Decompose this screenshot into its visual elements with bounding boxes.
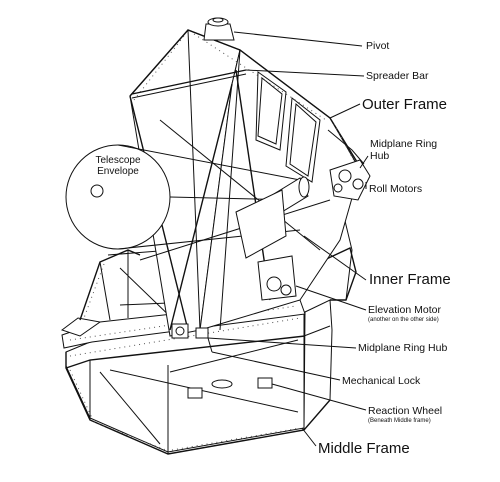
label-reaction-wheel-text: Reaction Wheel <box>368 405 443 417</box>
leader-lines <box>207 31 369 447</box>
middle-frame-structure <box>65 299 333 455</box>
label-inner-frame: Inner Frame <box>369 271 451 288</box>
label-reaction-wheel: Reaction Wheel (Beneath Middle frame) <box>368 406 442 424</box>
label-spreader-bar: Spreader Bar <box>366 70 429 82</box>
telescope-envelope <box>65 144 301 250</box>
label-telescope-envelope: Telescope Envelope <box>78 155 158 177</box>
label-mechanical-lock: Mechanical Lock <box>342 375 421 387</box>
spreader-bar-shape <box>131 69 247 99</box>
label-elevation-motor-note: (another on the other side) <box>368 316 439 323</box>
label-elevation-motor: Elevation Motor (another on the other si… <box>368 305 441 323</box>
label-midplane-ring-hub-top-line2: Hub <box>370 150 390 162</box>
label-midplane-ring-hub: Midplane Ring Hub <box>358 342 448 354</box>
pivot-shape <box>203 17 235 41</box>
label-elevation-motor-text: Elevation Motor <box>368 304 441 316</box>
label-telescope-envelope-line2: Envelope <box>97 165 139 177</box>
roll-motors-shape <box>327 129 371 201</box>
label-reaction-wheel-note: (Beneath Middle frame) <box>368 417 431 424</box>
label-roll-motors: Roll Motors <box>369 183 423 195</box>
label-midplane-ring-hub-top-line1: Midplane Ring <box>370 138 438 150</box>
reaction-wheel-shape <box>187 377 273 399</box>
label-telescope-envelope-line1: Telescope <box>95 155 141 166</box>
label-middle-frame: Middle Frame <box>318 440 410 457</box>
elevation-motor-shape <box>257 255 297 301</box>
label-pivot: Pivot <box>366 40 390 52</box>
label-outer-frame: Outer Frame <box>362 96 448 113</box>
telescope-tube <box>235 176 310 259</box>
midplane-hub-lower-shape <box>171 323 213 353</box>
